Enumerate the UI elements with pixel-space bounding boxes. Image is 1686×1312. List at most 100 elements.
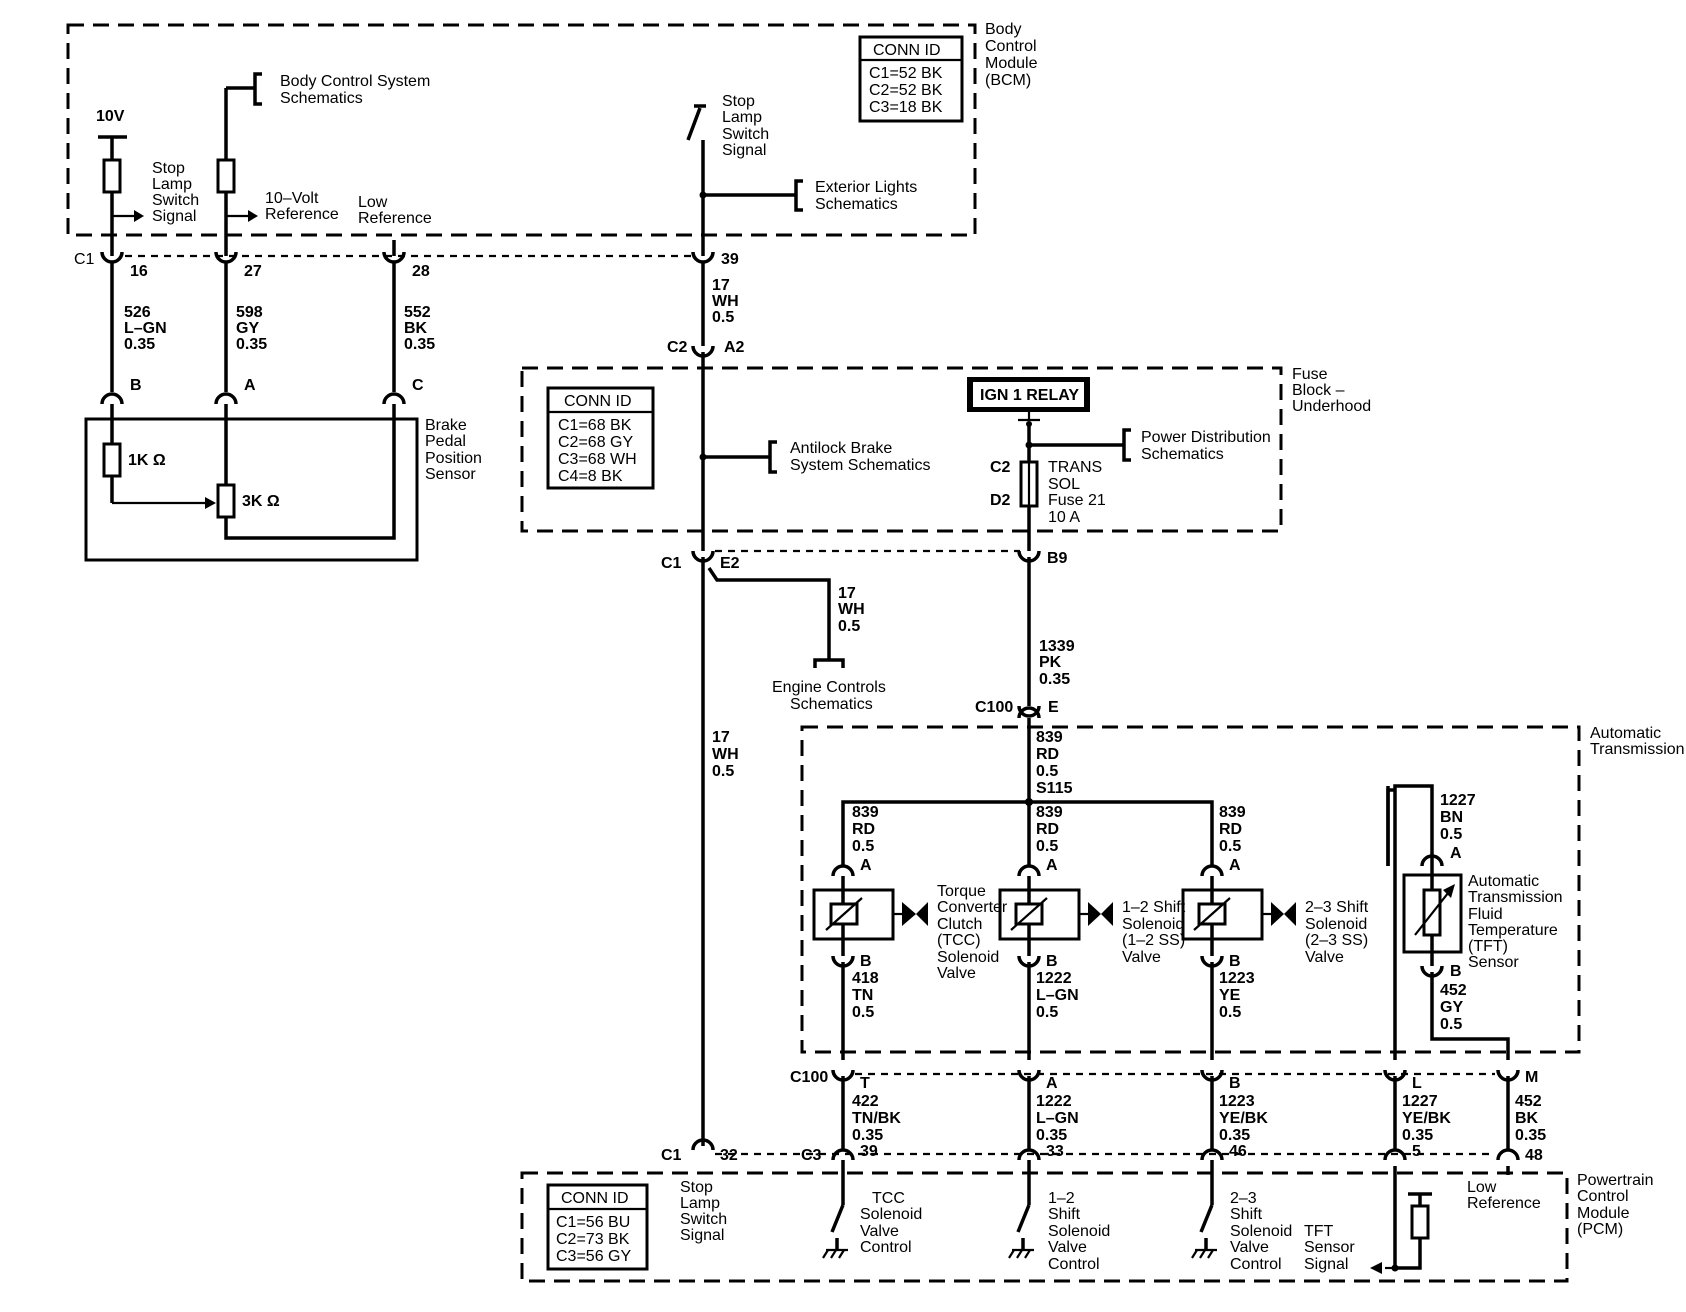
bcm-pin-16: 16 (130, 263, 148, 280)
tft-label-3: Fluid (1468, 906, 1503, 923)
pcm-conn-c2: C2=73 BK (556, 1231, 630, 1248)
bcm-title-2: Control (985, 38, 1037, 55)
wire-598-size: 0.35 (236, 336, 267, 353)
pcm-c1-label: C1 (661, 1147, 682, 1164)
ss23-pin-a: A (1229, 857, 1241, 874)
bcm-stop-switch-3: Switch (722, 126, 769, 143)
fuse-conn-id-table (546, 386, 655, 490)
ign1-relay-inner (973, 382, 1084, 407)
pcm-title-4: (PCM) (1577, 1221, 1623, 1238)
bcm-stop-switch-1: Stop (722, 93, 755, 110)
bcm-conn-header: CONN ID (873, 42, 941, 59)
tcc-feed-color: RD (852, 821, 875, 838)
tcc-label-4: (TCC) (937, 932, 981, 949)
ss12-solenoid (998, 888, 1113, 941)
tft-label-2: Transmission (1468, 889, 1563, 906)
ss12-feed-color: RD (1036, 821, 1059, 838)
bpp-wiper-arrow-icon (205, 497, 216, 509)
tcc-ctrl-2: Solenoid (860, 1206, 922, 1223)
tft-signal-arrow-icon (1370, 1262, 1382, 1274)
pcm-wire-1223-num: 1223 (1219, 1093, 1255, 1110)
engine-wire-size: 0.5 (838, 618, 860, 635)
bcm-conn-c3: C3=18 BK (869, 99, 943, 116)
wire-1222-num: 1222 (1036, 970, 1072, 987)
ref-10v-label-2: Reference (265, 206, 339, 223)
ss23-ctrl-3: Solenoid (1230, 1223, 1292, 1240)
fuse-pin-c2: C2 (990, 459, 1011, 476)
ss23-label-3: (2–3 SS) (1305, 932, 1368, 949)
wire-552-size: 0.35 (404, 336, 435, 353)
bcm-title-4: (BCM) (985, 72, 1031, 89)
fuse-block-title-3: Underhood (1292, 398, 1371, 415)
wire-418-color: TN (852, 987, 873, 1004)
bpp-pin-a-symbol (214, 392, 238, 405)
body-control-label-2: Schematics (280, 90, 363, 107)
tft-label-4: Temperature (1468, 922, 1558, 939)
body-control-bracket (253, 72, 262, 106)
ext-lights-label-1: Exterior Lights (815, 179, 917, 196)
ss12-label-3: (1–2 SS) (1122, 932, 1185, 949)
ref-10v-label-1: 10–Volt (265, 190, 319, 207)
bcm-stop-signal-1: Stop (152, 160, 185, 177)
tft-a-color: BN (1440, 809, 1463, 826)
fuse-conn-c1: C1=68 BK (558, 417, 632, 434)
wire-598-num: 598 (236, 304, 263, 321)
pcm-wire-452-size: 0.35 (1515, 1127, 1546, 1144)
ss12-label-2: Solenoid (1122, 916, 1184, 933)
pcm-pin32-symbol (691, 1138, 715, 1151)
stop-signal-arrow-icon (134, 210, 144, 222)
tft-signal-2: Sensor (1304, 1239, 1355, 1256)
bcm-stop-signal-3: Switch (152, 192, 199, 209)
tcc-ctrl-3: Valve (860, 1223, 899, 1240)
c100-e-pin-lower (1017, 706, 1041, 719)
abs-label-2: System Schematics (790, 457, 930, 474)
fuse-conn-c4: C4=8 BK (558, 468, 623, 485)
pcm-wire-422-color: TN/BK (852, 1110, 901, 1127)
trans-title-1: Automatic (1590, 725, 1661, 742)
pcm-wire-1223-size: 0.35 (1219, 1127, 1250, 1144)
c100-pin-m: M (1525, 1069, 1538, 1086)
pcm-pin5-symbol (1383, 1148, 1407, 1161)
fuse-pin-d2: D2 (990, 492, 1011, 509)
ss23-label-4: Valve (1305, 949, 1344, 966)
body-control-label-1: Body Control System (280, 73, 430, 90)
bcm-low-ref-2: Reference (358, 210, 432, 227)
ss12-feed-size: 0.5 (1036, 838, 1058, 855)
pcm-wire-1227-size: 0.35 (1402, 1127, 1433, 1144)
tcc-label-1: Torque (937, 883, 986, 900)
wire-1339-color: PK (1039, 654, 1062, 671)
wire-1223-num: 1223 (1219, 970, 1255, 987)
wire-17-num: 17 (712, 277, 730, 294)
ss12-ctrl-1: 1–2 (1048, 1190, 1075, 1207)
ss12-ctrl-5: Control (1048, 1256, 1100, 1273)
tcc-pin-b: B (860, 953, 872, 970)
pcm-wire-1223-color: YE/BK (1219, 1110, 1268, 1127)
bcm-c1-label: C1 (74, 251, 95, 268)
supply-label: 10V (96, 108, 125, 125)
tcc-label-2: Converter (937, 899, 1008, 916)
pcm-wire-1222-color: L–GN (1036, 1110, 1079, 1127)
pcm-pin-46: 46 (1229, 1143, 1247, 1160)
pcm-pin46-symbol (1200, 1148, 1224, 1161)
ss12-ctrl-3: Solenoid (1048, 1223, 1110, 1240)
pcm-wire-1227-num: 1227 (1402, 1093, 1438, 1110)
tft-sensor (1402, 873, 1463, 954)
engine-wire-num: 17 (838, 585, 856, 602)
ss23-ctrl-1: 2–3 (1230, 1190, 1257, 1207)
wire-17-size: 0.5 (712, 309, 734, 326)
wire-552-color: BK (404, 320, 428, 337)
abs-bracket (768, 440, 777, 474)
bpp-pin-a: A (244, 377, 256, 394)
pcm-pin48-symbol (1496, 1148, 1520, 1161)
tft-pullup-resistor (1410, 1204, 1430, 1240)
pcm-stop-signal-2: Lamp (680, 1195, 720, 1212)
bcm-title-1: Body (985, 21, 1021, 38)
pcm-title-2: Control (1577, 1188, 1629, 1205)
tcc-driver-switch (822, 1160, 848, 1259)
fuse-block-outline (520, 366, 1283, 533)
fuse-label-1: TRANS (1048, 459, 1102, 476)
fuse-conn-c2: C2=68 GY (558, 434, 633, 451)
pcm-stop-signal-3: Switch (680, 1211, 727, 1228)
pcm-wire-422-num: 422 (852, 1093, 879, 1110)
